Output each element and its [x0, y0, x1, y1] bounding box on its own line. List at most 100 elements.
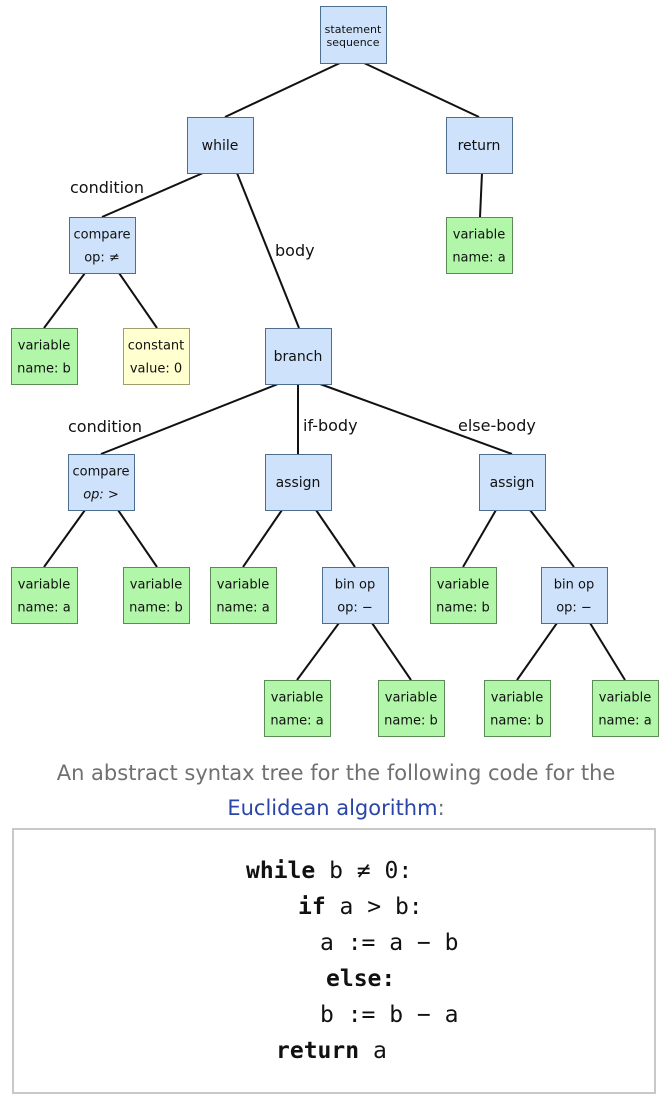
tree-node-binop1: bin op op: −: [322, 567, 389, 624]
node-text: variable: [271, 691, 323, 706]
edge-label-else-body: else-body: [458, 416, 536, 435]
node-text: op: −: [337, 601, 373, 616]
node-box: [320, 6, 387, 64]
tree-node-var_b1: variable name: b: [11, 328, 78, 385]
keyword-if: if: [298, 894, 326, 920]
tree-edge-return-var_ret: [479, 172, 483, 218]
tree-edge-assign1-binop1: [315, 509, 356, 568]
node-text: op: >: [83, 488, 119, 503]
tree-node-v_a3: variable name: a: [264, 680, 331, 737]
tree-edge-cmp2-v_a1: [43, 509, 86, 568]
tree-edge-binop2-v_a4: [589, 622, 626, 681]
code-line-6-rest: a: [359, 1038, 387, 1064]
euclidean-algorithm-link[interactable]: Euclidean algorithm: [227, 796, 438, 820]
code-line-3: a := a − b: [320, 930, 459, 956]
node-text: variable: [217, 578, 269, 593]
edge-label-condition: condition: [68, 417, 142, 436]
tree-node-v_a1: variable name: a: [11, 567, 78, 624]
tree-node-const0: constant value: 0: [123, 328, 190, 385]
node-text: variable: [491, 691, 543, 706]
tree-edge-binop1-v_b4: [371, 622, 412, 681]
node-box: [187, 117, 254, 174]
node-text: constant: [128, 339, 185, 354]
node-text: statement: [325, 23, 382, 36]
caption-text: An abstract syntax tree for the followin…: [56, 761, 616, 785]
code-line-5: b := b − a: [320, 1002, 459, 1028]
node-text: variable: [385, 691, 437, 706]
tree-edge-cmp2-v_b2: [117, 509, 158, 568]
tree-edge-cmp1-var_b1: [43, 272, 86, 329]
keyword-else: else:: [326, 966, 396, 992]
node-text: name: a: [452, 251, 505, 266]
node-text: sequence: [326, 36, 379, 49]
tree-edge-branch-cmp2: [100, 383, 279, 455]
node-box: [123, 567, 190, 624]
tree-node-cmp2: compare op: >: [68, 454, 135, 511]
node-text: assign: [276, 475, 321, 491]
node-text: value: 0: [130, 362, 182, 377]
node-box: [430, 567, 497, 624]
node-box: [210, 567, 277, 624]
node-box: [11, 567, 78, 624]
node-text: variable: [130, 578, 182, 593]
node-text: variable: [599, 691, 651, 706]
tree-node-assign1: assign: [265, 454, 332, 511]
tree-node-return: return: [446, 117, 513, 174]
tree-edge-binop1-v_a3: [296, 622, 340, 681]
tree-node-cmp1: compare op: ≠: [69, 217, 136, 274]
tree-node-while: while: [187, 117, 254, 174]
node-text: name: b: [384, 714, 438, 729]
node-box: [123, 328, 190, 385]
edge-label-if-body: if-body: [303, 416, 358, 435]
node-text: branch: [274, 349, 323, 365]
node-text: variable: [18, 578, 70, 593]
node-text: bin op: [554, 578, 594, 593]
tree-edge-stmt-while: [224, 62, 341, 118]
code-block: while b ≠ 0: if a > b: a := a − b else: …: [12, 828, 656, 1094]
node-box: [69, 217, 136, 274]
node-text: assign: [490, 475, 535, 491]
code-line-1: while b ≠ 0:: [246, 856, 412, 886]
node-text: name: b: [17, 362, 71, 377]
node-box: [265, 328, 332, 385]
node-box: [265, 454, 332, 511]
node-box: [68, 454, 135, 511]
node-text: variable: [437, 578, 489, 593]
tree-edge-assign1-v_a2: [242, 509, 283, 568]
node-text: variable: [18, 339, 70, 354]
node-box: [264, 680, 331, 737]
caption-colon: :: [437, 796, 445, 820]
node-text: name: b: [490, 714, 544, 729]
node-box: [592, 680, 659, 737]
node-text: while: [202, 138, 239, 154]
node-text: name: a: [270, 714, 323, 729]
node-text: compare: [72, 465, 129, 480]
node-text: variable: [453, 228, 505, 243]
edge-label-condition: condition: [70, 178, 144, 197]
tree-edge-while-branch: [236, 172, 300, 329]
tree-edge-binop2-v_b5: [516, 622, 558, 681]
node-text: compare: [73, 228, 130, 243]
tree-edge-assign2-v_b3: [462, 509, 497, 568]
tree-node-v_b5: variable name: b: [484, 680, 551, 737]
node-box: [479, 454, 546, 511]
node-box: [322, 567, 389, 624]
code-line-2-rest: a > b:: [325, 894, 423, 920]
node-text: op: ≠: [84, 251, 120, 266]
tree-node-v_b4: variable name: b: [378, 680, 445, 737]
tree-edge-assign2-binop2: [529, 509, 575, 568]
node-text: bin op: [335, 578, 375, 593]
keyword-return: return: [276, 1038, 360, 1064]
tree-edge-cmp1-const0: [118, 272, 158, 329]
node-text: name: a: [17, 601, 70, 616]
tree-edge-branch-assign2: [319, 383, 513, 455]
tree-edge-while-cmp1: [101, 172, 204, 218]
node-box: [378, 680, 445, 737]
keyword-while: while: [246, 858, 316, 884]
